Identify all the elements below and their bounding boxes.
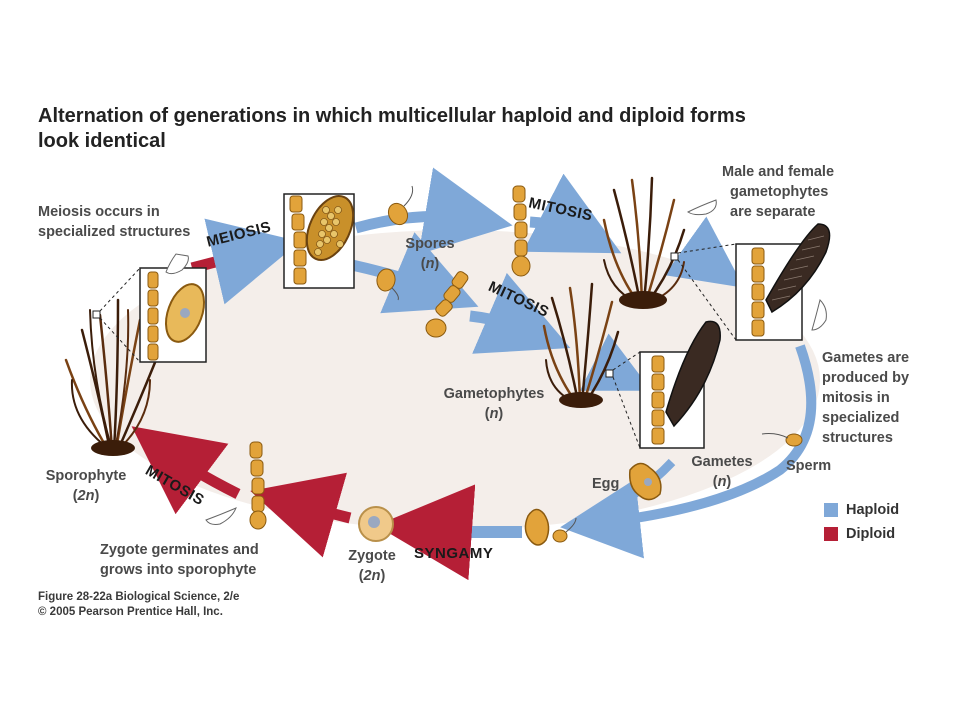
label-zygote-ploidy: (2n)	[358, 568, 386, 584]
legend-item-haploid: Haploid	[824, 502, 899, 518]
label-gametes-ploidy: (n)	[712, 474, 732, 490]
sporangium-inset	[283, 193, 355, 289]
label-gametes-produced-line-1: Gametes are	[822, 350, 910, 366]
legend-label-haploid: Haploid	[846, 502, 900, 518]
sperm-cell	[761, 433, 803, 447]
arrow-mitosis-mid	[469, 272, 571, 354]
label-zygote-n: 2n	[363, 568, 381, 584]
filament-top	[511, 185, 531, 277]
label-spores: Spores (n)	[400, 234, 460, 274]
diagram-title: Alternation of generations in which mult…	[38, 104, 898, 154]
antheridium-inset	[735, 223, 831, 341]
label-zygote-text: Zygote	[348, 548, 396, 564]
legend-label-diploid: Diploid	[846, 526, 896, 542]
label-gametophytes-separate: Male and female gametophytes are separat…	[722, 162, 834, 222]
hand-pointer-icon	[165, 253, 189, 275]
label-sporophyte-n: 2n	[77, 488, 95, 504]
hand-pointer-icon	[687, 199, 717, 216]
hand-pointer-icon	[205, 507, 237, 525]
label-gametophytes-text: Gametophytes	[443, 386, 545, 402]
label-meiosis-occurs-line-2: specialized structures	[38, 224, 191, 240]
egg-cell	[628, 462, 662, 501]
spore-lower	[376, 268, 399, 301]
label-separate-line-3: are separate	[730, 204, 816, 220]
legend-item-diploid: Diploid	[824, 526, 895, 542]
label-spores-text: Spores	[405, 236, 455, 252]
label-gametes-produced-line-3: mitosis in	[822, 390, 890, 406]
spore-top	[387, 185, 414, 226]
label-spores-n: n	[425, 256, 435, 272]
title-line-1: Alternation of generations in which mult…	[38, 105, 746, 127]
legend-swatch-diploid	[824, 527, 838, 541]
label-separate-line-2: gametophytes	[730, 184, 829, 200]
arrow-to-male-structure	[664, 216, 744, 288]
label-gametes-produced-line-5: structures	[822, 430, 893, 446]
label-spores-ploidy: (n)	[420, 256, 440, 272]
meiosis-inset	[139, 267, 207, 363]
label-gametes-produced-line-4: specialized	[822, 410, 900, 426]
archegonium-inset	[639, 320, 721, 449]
label-gametes-produced-line-2: produced by	[822, 370, 910, 386]
arrow-zygote-germination	[250, 472, 352, 558]
female-gametophyte-plant	[542, 282, 620, 408]
label-sperm: Sperm	[786, 458, 832, 474]
title-line-2: look identical	[38, 130, 166, 152]
label-meiosis-occurs: Meiosis occurs in specialized structures	[38, 202, 190, 242]
label-gametes-text: Gametes	[691, 454, 753, 470]
arrow-meiosis-haploid	[204, 218, 301, 305]
sporophyte-plant	[64, 298, 162, 456]
arrow-to-female-structure	[579, 333, 652, 391]
figure-caption: Figure 28-22a Biological Science, 2/e	[38, 591, 240, 603]
arrow-to-spores	[354, 167, 513, 255]
label-sporophyte-ploidy: (2n)	[72, 488, 100, 504]
label-sporophyte-text: Sporophyte	[45, 468, 127, 484]
filament-mid	[425, 271, 469, 338]
germinating-filament	[249, 441, 267, 530]
label-syngamy: SYNGAMY	[414, 545, 494, 562]
male-gametophyte-plant	[602, 176, 686, 309]
label-gametophytes-n: n	[489, 406, 499, 422]
label-zygote-germinates-line-1: Zygote germinates and	[100, 542, 259, 558]
zygote-cell	[358, 506, 394, 542]
arrow-syngamy-diploid	[376, 484, 476, 581]
label-gametes-n: n	[717, 474, 727, 490]
label-zygote-germinates-line-2: grows into sporophyte	[100, 562, 257, 578]
label-gametophytes-ploidy: (n)	[484, 406, 504, 422]
arrow-mitosis-top	[522, 173, 622, 254]
copyright-caption: © 2005 Pearson Prentice Hall, Inc.	[38, 606, 223, 618]
syngamy-gametes	[524, 508, 577, 546]
label-zygote: Zygote (2n)	[334, 546, 410, 586]
label-gametes: Gametes (n)	[684, 452, 760, 492]
label-meiosis-occurs-line-1: Meiosis occurs in	[38, 204, 160, 220]
label-sporophyte: Sporophyte (2n)	[36, 466, 136, 506]
label-separate-line-1: Male and female	[722, 164, 835, 180]
label-gametes-produced: Gametes are produced by mitosis in speci…	[822, 348, 909, 448]
label-gametophytes: Gametophytes (n)	[432, 384, 556, 424]
label-zygote-germinates: Zygote germinates and grows into sporoph…	[100, 540, 259, 580]
hand-pointer-icon	[811, 299, 827, 331]
legend-swatch-haploid	[824, 503, 838, 517]
arrow-mitosis-left	[131, 426, 241, 515]
label-egg: Egg	[592, 476, 620, 492]
arrow-gametes-right	[560, 344, 817, 559]
arrow-to-spore-lower	[350, 232, 479, 314]
